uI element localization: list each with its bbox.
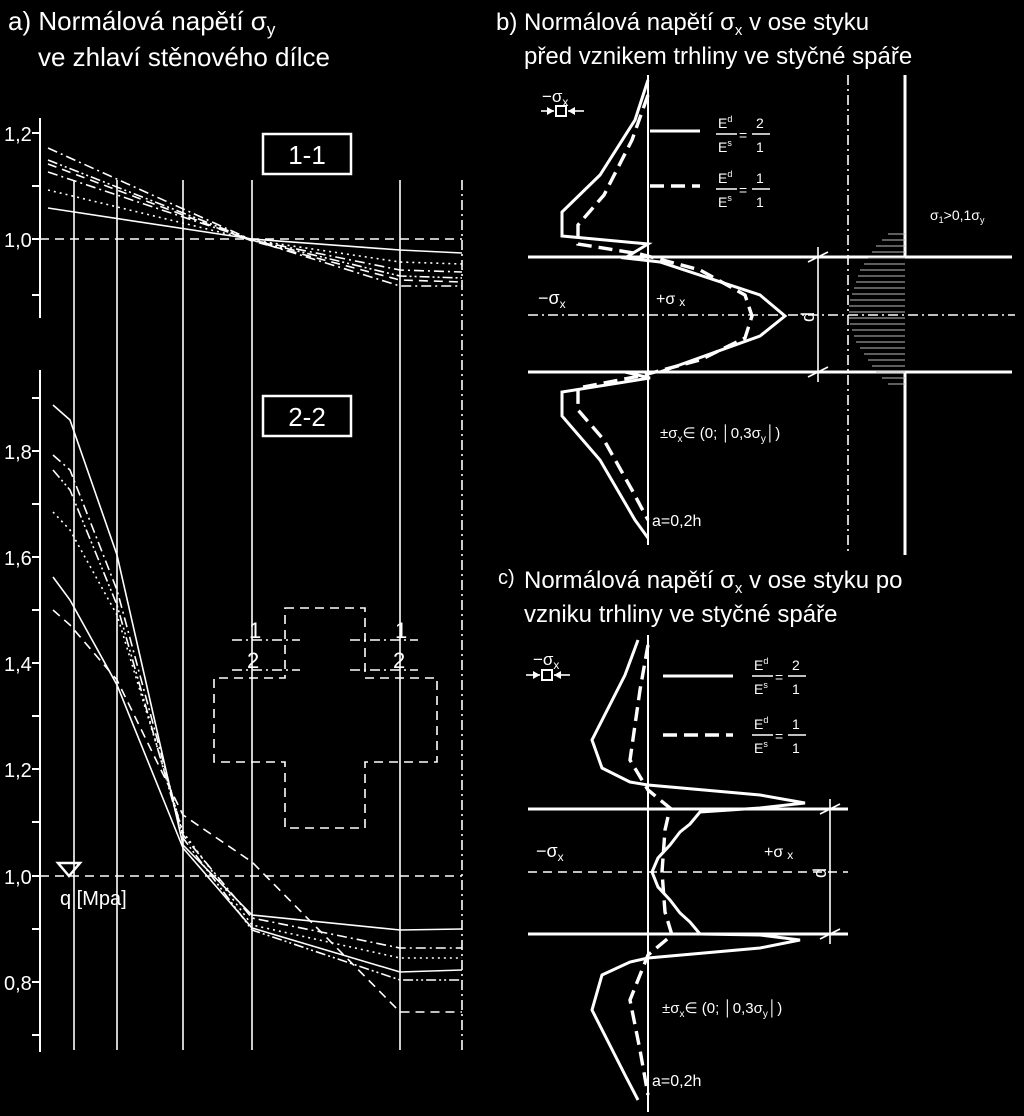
- svg-text:=: =: [739, 127, 747, 143]
- cross-detail: 1 2 1 2: [213, 607, 438, 829]
- stress-curve-solid: [590, 639, 806, 1101]
- ratio-value: 1: [756, 170, 764, 186]
- tick-label: 1,0: [4, 230, 32, 252]
- vertical-guides: [73, 180, 463, 1050]
- curves-section-2-2: [52, 404, 463, 1013]
- svg-text:=: =: [775, 669, 783, 685]
- svg-text:=: =: [775, 728, 783, 744]
- sigma1-label: σ1>0,1σy: [930, 207, 985, 225]
- svg-text:1: 1: [792, 681, 800, 697]
- range-label: ±σx∈ (0; │0,3σy│): [662, 999, 782, 1020]
- load-triangle-icon: [55, 861, 83, 878]
- panel-b-title-line1: b) Normálová napětí σx v ose styku: [496, 9, 869, 39]
- cross-label: 1: [395, 618, 407, 643]
- element-outline-bottom: [903, 370, 1012, 555]
- a-label: a=0,2h: [652, 1073, 701, 1090]
- panel-c: c) Normálová napětí σx v ose styku po vz…: [498, 567, 903, 1112]
- section-2-2-box: [261, 394, 353, 438]
- svg-text:Es: Es: [718, 193, 732, 210]
- compression-symbol: −σx: [533, 650, 559, 672]
- panel-c-prefix: c): [498, 567, 515, 589]
- curves-section-1-1: [47, 147, 463, 287]
- ratio-ed: Ed: [718, 114, 732, 131]
- element-outline-top: [903, 75, 1012, 259]
- svg-text:Ed: Ed: [754, 715, 768, 732]
- tick-label: 1,4: [4, 654, 32, 676]
- section-1-1-box: [261, 132, 353, 176]
- load-label: q [Mpa]: [60, 888, 127, 910]
- panel-c-title-line1: Normálová napětí σx v ose styku po: [524, 567, 903, 597]
- tick-label: 0,8: [4, 973, 32, 995]
- panel-a-title-line2: ve zhlaví stěnového dílce: [38, 42, 330, 72]
- d-label: d: [810, 868, 830, 878]
- panel-b: b) Normálová napětí σx v ose styku před …: [496, 9, 1015, 555]
- stress-curve-dashed: [576, 94, 754, 521]
- tick-label: 1,0: [4, 867, 32, 889]
- svg-text:Ed: Ed: [754, 656, 768, 673]
- cross-label: 2: [393, 648, 405, 673]
- stress-hatching: [849, 233, 905, 385]
- cross-label: 1: [249, 618, 261, 643]
- stress-curve-dashed: [628, 644, 674, 1096]
- element-square-icon: [541, 669, 553, 681]
- a-label: a=0,2h: [652, 513, 701, 530]
- tick-label: 1,2: [4, 760, 32, 782]
- panel-c-title-line2: vzniku trhliny ve styčné spáře: [524, 601, 837, 628]
- minus-sigma-label: −σx: [538, 288, 566, 311]
- cross-label: 2: [247, 648, 259, 673]
- range-label: ±σx∈ (0; │0,3σy│): [660, 424, 780, 445]
- panel-b-title-line2: před vznikem trhliny ve styčné spáře: [524, 43, 912, 70]
- stress-curve-solid: [560, 79, 788, 539]
- ratio-es: Es: [718, 138, 732, 155]
- svg-text:2: 2: [792, 657, 800, 673]
- panel-a: a) Normálová napětí σy ve zhlaví stěnové…: [4, 6, 463, 1052]
- compression-symbol: −σx: [542, 87, 568, 109]
- svg-text:1: 1: [792, 740, 800, 756]
- d-label: d: [798, 312, 818, 322]
- section-2-2-label: 2-2: [288, 402, 326, 432]
- element-square-icon: [555, 105, 567, 117]
- minus-sigma-label: −σx: [536, 841, 564, 864]
- svg-text:Es: Es: [754, 680, 768, 697]
- tick-label: 1,6: [4, 548, 32, 570]
- ratio-value: 2: [756, 115, 764, 131]
- section-1-1-label: 1-1: [288, 140, 326, 170]
- svg-text:=: =: [739, 182, 747, 198]
- tick-label: 1,2: [4, 124, 32, 146]
- svg-text:Ed: Ed: [718, 169, 732, 186]
- svg-text:1: 1: [792, 716, 800, 732]
- tick-label: 1,8: [4, 442, 32, 464]
- svg-text:Es: Es: [754, 739, 768, 756]
- panel-a-title-line1: a) Normálová napětí σy: [8, 6, 276, 39]
- ratio-value: 1: [756, 194, 764, 210]
- ratio-value: 1: [756, 139, 764, 155]
